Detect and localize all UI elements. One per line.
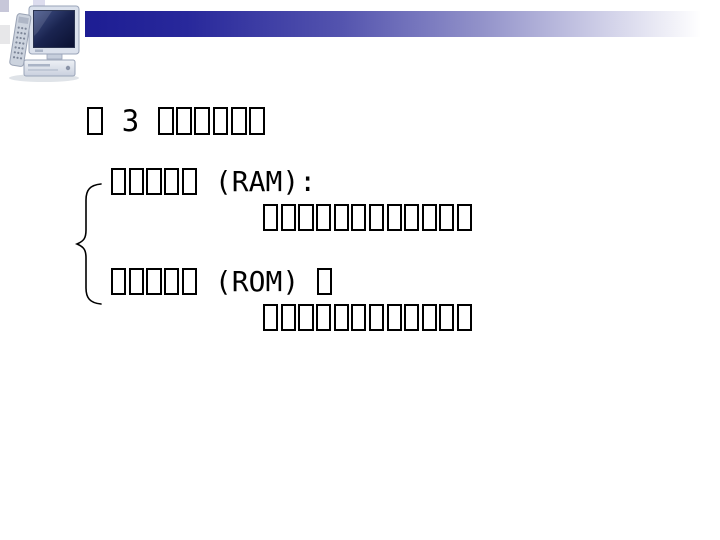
rom-item-label: (ROM): [110, 266, 334, 298]
decor-square-2: [33, 0, 45, 10]
computer-clipart-icon: [9, 5, 80, 82]
rom-item-description: [262, 303, 473, 334]
curly-brace-icon: [74, 183, 102, 305]
decor-square-3: [0, 25, 10, 44]
header-gradient-bar: [85, 11, 720, 37]
ram-item-description: [262, 203, 473, 234]
ram-item-label: (RAM):: [110, 166, 316, 198]
decor-square-1: [0, 0, 9, 12]
slide-title: 3: [86, 105, 266, 138]
